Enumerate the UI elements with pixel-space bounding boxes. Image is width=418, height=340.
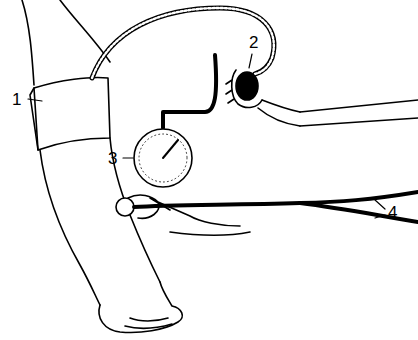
callout-number: 4 [388,204,397,221]
arm-outline [22,0,34,85]
manometer [134,129,192,187]
arm-outline [40,150,100,305]
leader-line [123,157,133,158]
cuff [34,77,110,150]
stethoscope-chestpiece [116,198,134,216]
cuff-edge [30,88,38,150]
tube-hatching [92,8,274,78]
stethoscope-tube [134,192,418,207]
arm-outline [60,0,110,62]
gauge-tube [163,55,216,128]
manometer-needle [163,140,178,158]
examiner-sleeve [300,100,418,126]
callout-number: 2 [249,34,258,51]
examiner-wrist [258,100,300,126]
manometer-scale [139,134,187,182]
callout-number: 3 [108,150,117,167]
leader-line [249,54,252,68]
rubber-tube [92,8,274,78]
examiner-hand [128,195,250,235]
stethoscope-tube [300,203,418,222]
patient-hand [99,282,182,333]
bulb [236,72,258,100]
examiner-hand [226,70,262,107]
leader-line [375,200,385,218]
finger-lines [125,318,172,328]
leader-line [28,99,42,101]
callout-number: 1 [12,91,21,108]
